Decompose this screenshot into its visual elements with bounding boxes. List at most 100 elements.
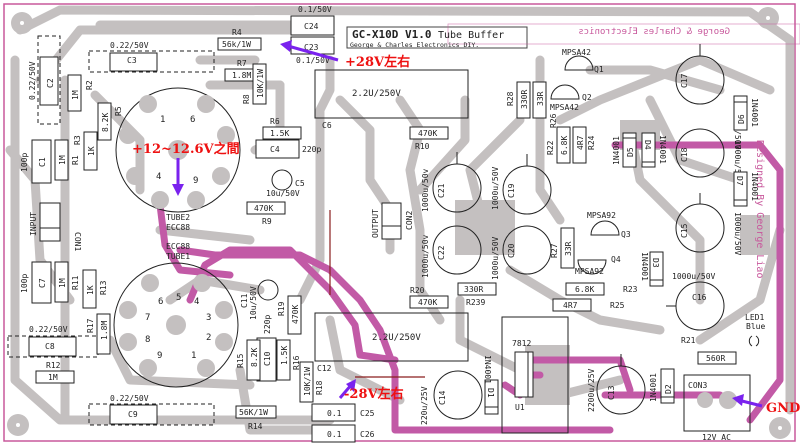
- svg-text:56k/1W: 56k/1W: [222, 40, 251, 49]
- svg-text:470K: 470K: [254, 204, 273, 213]
- title-block: GC-X10D V1.0 Tube Buffer George & Charle…: [346, 23, 800, 278]
- resistors-horizontal: 56k/1W R4 1.8M R7 1.5K R6 470K R9 470K R…: [35, 28, 737, 431]
- c4-ref: C4: [270, 145, 280, 154]
- c23-ref: C23: [304, 43, 319, 52]
- board-side-text: Designed By George Liao: [754, 140, 765, 278]
- svg-text:8.2K: 8.2K: [250, 348, 259, 367]
- arrow-icon: [172, 184, 184, 196]
- arrow-icon: [732, 394, 744, 406]
- connector-con3[interactable]: CON3 12V AC: [683, 374, 751, 442]
- svg-text:470K: 470K: [418, 298, 437, 307]
- cap-c19: C19 1000u/50V: [491, 154, 552, 215]
- svg-text:R22: R22: [546, 140, 555, 155]
- tube-2: 1 6 9 4 TUBE2 ECC88: [115, 87, 241, 232]
- svg-text:R25: R25: [610, 301, 625, 310]
- cap-c22: C22 1000u/50v: [421, 225, 482, 278]
- c11-ref: C11: [240, 293, 249, 308]
- resistor-r25: 4R7 R25: [552, 298, 625, 312]
- c25-ref: C25: [360, 409, 375, 418]
- tube2-type: ECC88: [166, 223, 190, 232]
- svg-text:R15: R15: [236, 353, 245, 368]
- cap-c8: C8 0.22/50V: [7, 325, 99, 358]
- connector-con1[interactable]: INPUT CON1: [29, 202, 82, 251]
- svg-text:Q2: Q2: [582, 93, 592, 102]
- tube1-pin-7: 7: [145, 313, 150, 323]
- resistor-r22: 6.8K R22: [546, 126, 571, 164]
- tube1-pin-8: 8: [145, 335, 150, 345]
- tube-1: ECC88 TUBE1 6 5 4 7 3 8 2 9 1: [113, 242, 239, 388]
- svg-text:C17: C17: [680, 73, 689, 88]
- c26-ref: C26: [360, 430, 375, 439]
- c24-value: 0.1/50V: [298, 5, 332, 14]
- svg-text:C19: C19: [507, 183, 516, 198]
- tube1-pin-1: 1: [191, 351, 196, 361]
- svg-text:1000u/50v: 1000u/50v: [421, 168, 430, 212]
- c1-ref: C1: [38, 157, 47, 167]
- tube2-pin-4: 4: [156, 172, 161, 182]
- svg-text:R3: R3: [73, 135, 82, 145]
- c2-value: 0.22/50V: [28, 61, 37, 100]
- cap-c6: 2.2U/250V C6: [314, 69, 469, 130]
- resistor-r23: 6.8K R23: [565, 282, 638, 296]
- c1-value: 100p: [20, 153, 29, 172]
- transistor-q3: Q3 MPSA92: [587, 211, 631, 239]
- svg-text:Q1: Q1: [594, 65, 604, 74]
- diode-d6: D6 1N4001: [733, 95, 759, 131]
- svg-text:1N4001: 1N4001: [750, 98, 759, 127]
- resistor-r14: 56K/1W R14: [235, 405, 277, 431]
- transistor-q1: Q1 MPSA42: [562, 48, 604, 74]
- svg-text:D7: D7: [735, 176, 744, 186]
- c11-value: 10u/50V: [249, 286, 258, 320]
- svg-text:R26: R26: [549, 113, 558, 128]
- svg-text:1N4001: 1N4001: [483, 355, 492, 384]
- svg-text:C13: C13: [607, 385, 616, 400]
- tube1-pin-3: 3: [206, 313, 211, 323]
- svg-text:C16: C16: [692, 293, 707, 302]
- resistor-r11: 1M R11: [54, 261, 80, 303]
- c7-ref: C7: [38, 278, 47, 288]
- c9-ref: C9: [128, 410, 138, 419]
- svg-text:+28V左右: +28V左右: [345, 54, 410, 70]
- cap-c23: C23 0.1/50V: [290, 36, 335, 65]
- resistor-r19: 470K R19: [277, 295, 302, 335]
- svg-text:R27: R27: [550, 243, 559, 258]
- cap-c10: C10 220p: [256, 315, 277, 382]
- resistors-vertical: 1M R2 8.2K R5 1M R1 1K R3 10K/1W R8 1M R…: [54, 63, 596, 403]
- svg-text:MPSA92: MPSA92: [575, 267, 604, 276]
- svg-text:330R: 330R: [464, 285, 483, 294]
- svg-text:R2: R2: [85, 80, 94, 90]
- svg-text:D3: D3: [651, 258, 660, 268]
- svg-text:10K/1W: 10K/1W: [256, 69, 265, 98]
- svg-text:R5: R5: [114, 106, 123, 116]
- transistor-q2: Q2 MPSA42: [550, 84, 592, 112]
- svg-text:8.2K: 8.2K: [101, 113, 110, 132]
- tube1-ref: TUBE1: [166, 252, 190, 261]
- cap-c15: C15 1000u/50V: [675, 193, 742, 256]
- svg-text:1.5K: 1.5K: [280, 346, 289, 365]
- diode-d1: D1 1N4001: [483, 355, 499, 415]
- annotation-plus28v: +28V左右: [280, 40, 410, 70]
- svg-text:R18: R18: [315, 380, 324, 395]
- svg-text:1M: 1M: [48, 373, 58, 382]
- diode-d7: D7 1N4001: [733, 171, 759, 207]
- cap-c18: C18 1000u/50V: [675, 128, 742, 184]
- resistor-r2: 1M R2: [67, 74, 94, 112]
- svg-text:1K: 1K: [86, 285, 95, 295]
- svg-text:1N4001: 1N4001: [640, 252, 649, 281]
- arrow-icon: [280, 40, 292, 52]
- svg-text:R1: R1: [71, 155, 80, 165]
- connector-con2[interactable]: OUTPUT CON2: [371, 202, 414, 240]
- svg-text:U1: U1: [515, 403, 525, 412]
- svg-text:220u/25V: 220u/25V: [420, 386, 429, 425]
- svg-text:470K: 470K: [418, 129, 437, 138]
- tube2-pin-1: 1: [160, 115, 165, 125]
- svg-text:33R: 33R: [536, 91, 545, 106]
- cap-c16: C16 1000u/50V: [666, 272, 725, 331]
- c12-value: 2.2U/250V: [372, 333, 421, 343]
- cap-c2: C2 0.22/50V: [28, 35, 61, 125]
- svg-text:1000u/50V: 1000u/50V: [491, 236, 500, 280]
- svg-text:MPSA42: MPSA42: [550, 103, 579, 112]
- c23-value: 0.1/50V: [296, 56, 330, 65]
- c3-ref: C3: [127, 56, 137, 65]
